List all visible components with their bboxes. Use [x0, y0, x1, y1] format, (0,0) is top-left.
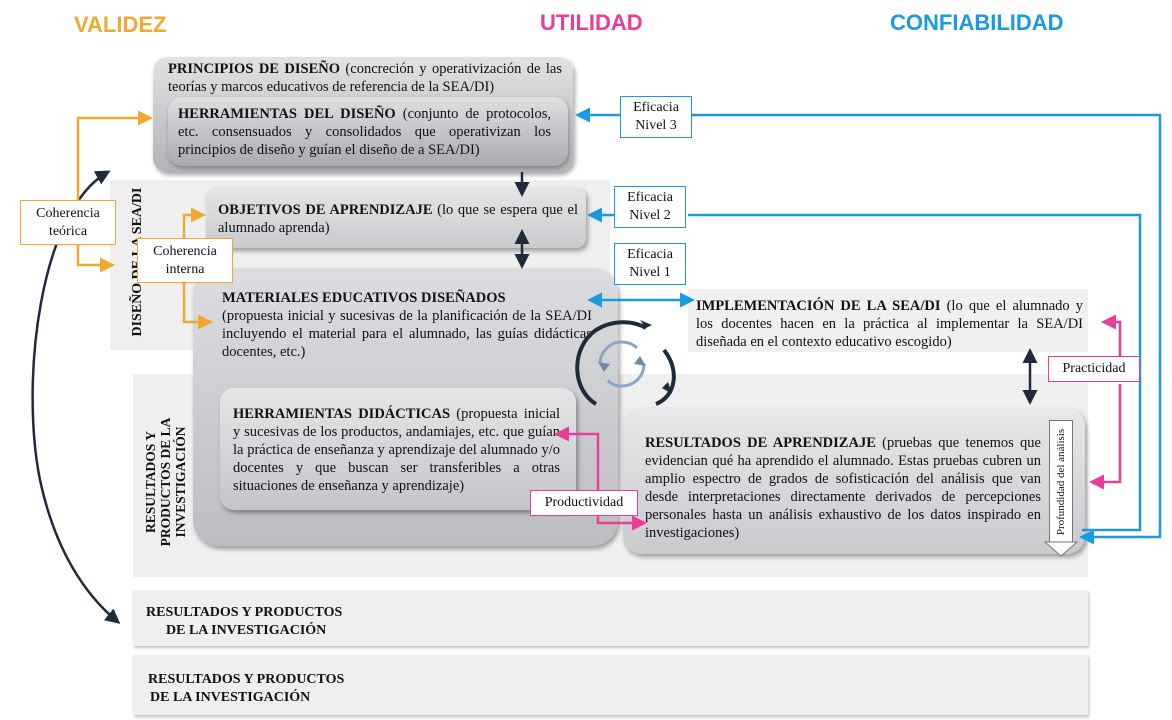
- arrow-productividad: [554, 426, 600, 490]
- profundidad-label: Profundidad del análisis: [1055, 428, 1067, 536]
- header-validez: VALIDEZ: [74, 12, 167, 37]
- herramientas-diseno-box: [168, 97, 568, 166]
- profundidad-arrow: [1049, 420, 1073, 544]
- herramientas-diseno-text: HERRAMIENTAS DEL DISEÑO (conjunto de pro…: [178, 106, 551, 158]
- implementacion-box: [688, 289, 1088, 352]
- productividad-label: Productividad: [530, 490, 638, 516]
- materiales-text: MATERIALES EDUCATIVOS DISEÑADOS (propues…: [222, 290, 592, 360]
- cycle-icon: [575, 320, 676, 406]
- band-row2: [133, 655, 1088, 715]
- row2-text: RESULTADOS Y PRODUCTOS DE LA INVESTIGACI…: [148, 672, 345, 705]
- header-confiabilidad: CONFIABILIDAD: [890, 10, 1064, 35]
- implementacion-text: IMPLEMENTACIÓN DE LA SEA/DI (lo que el a…: [696, 298, 1084, 350]
- arrow-practicidad: [1101, 314, 1122, 370]
- practicidad-label: Practicidad: [1048, 356, 1140, 382]
- arrow-coherencia-interna: [182, 207, 206, 240]
- objetivos-text: OBJETIVOS DE APRENDIZAJE (lo que se espe…: [218, 202, 578, 236]
- resultados-aprendizaje-box: [623, 408, 1085, 554]
- resultados-aprendizaje-text: RESULTADOS DE APRENDIZAJE (pruebas que t…: [645, 435, 1041, 541]
- band-row1: [133, 590, 1088, 646]
- herramientas-didacticas-box: [220, 388, 576, 510]
- herramientas-didacticas-text: HERRAMIENTAS DIDÁCTICAS (propuesta inici…: [233, 406, 560, 494]
- principios-text: PRINCIPIOS DE DISEÑO (concreción y opera…: [168, 61, 562, 95]
- arrow-coherencia-teorica: [76, 110, 153, 200]
- row1-text: RESULTADOS Y PRODUCTOS DE LA INVESTIGACI…: [146, 605, 343, 638]
- header-utilidad: UTILIDAD: [540, 10, 643, 35]
